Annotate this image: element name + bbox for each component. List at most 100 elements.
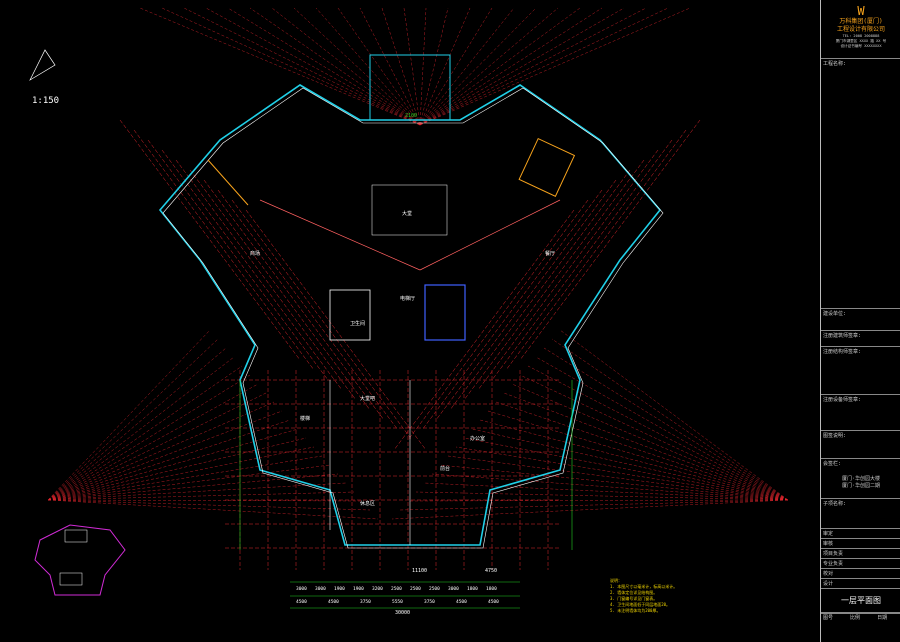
axis-line: [119, 119, 301, 361]
room-divider: [259, 199, 421, 271]
lobby-box: [371, 184, 448, 236]
dim-text: 1900: [353, 586, 364, 592]
tb-row-client: 建设单位:: [821, 308, 900, 330]
design-notes: 说明： 1. 本图尺寸以毫米计，标高以米计。 2. 墙体定位详见结构图。 3. …: [610, 578, 700, 614]
axis-line: [519, 119, 701, 361]
dim-text: 3200: [372, 586, 383, 592]
note-line: 1. 本图尺寸以毫米计，标高以米计。: [610, 584, 678, 589]
fan-line: [455, 446, 789, 501]
tb-footer-cell: 日期: [877, 615, 888, 621]
fan-line: [419, 7, 493, 126]
fan-line: [419, 7, 625, 126]
fan-line: [337, 7, 421, 126]
fan-line: [503, 392, 789, 501]
tb-row-struct: 注册结构师签章:: [821, 346, 900, 394]
fan-line: [419, 7, 691, 126]
key-plan-marker: [59, 572, 83, 586]
dim-text: 2100: [405, 113, 417, 119]
dim-text: 3000: [296, 586, 307, 592]
tb-row-mep: 注册设备师签章:: [821, 394, 900, 430]
fan-line: [511, 383, 789, 501]
fan-line: [423, 482, 789, 501]
tb-row-arch: 注册建筑师签章:: [821, 330, 900, 346]
tb-row-approve: 审定: [821, 528, 900, 538]
tb-row-subitem: 子项名称:: [821, 498, 900, 528]
room-label: 卫生间: [350, 320, 365, 327]
axis-line: [421, 189, 603, 431]
fan-line: [399, 499, 789, 511]
fan-line: [415, 491, 789, 501]
note-line: 3. 门窗编号详见门窗表。: [610, 596, 658, 601]
north-arrow-icon: [29, 49, 56, 81]
fan-line: [419, 7, 427, 126]
project-name: 厦门·华创园二期: [841, 483, 880, 489]
dim-text: 11100: [412, 568, 427, 574]
fan-line: [479, 419, 789, 501]
building-outline: [158, 84, 662, 546]
dim-text: 1800: [467, 586, 478, 592]
axis-line: [175, 159, 357, 401]
company-logo-icon: W: [857, 4, 865, 18]
fan-line: [47, 437, 307, 501]
accent-line: [207, 159, 249, 206]
fan-line: [47, 410, 283, 501]
fan-line: [47, 499, 363, 502]
company-subname: 工程设计有限公司: [836, 26, 885, 33]
axis-line: [477, 149, 659, 391]
dim-text: 4500: [488, 599, 499, 605]
dim-text: 2500: [410, 586, 421, 592]
room-label: 休息区: [360, 500, 375, 507]
tb-footer-cell: 图号: [823, 615, 834, 621]
tb-footer-cell: 比例: [850, 615, 861, 621]
fan-line: [471, 428, 789, 501]
building-walls: [158, 54, 664, 549]
note-line: 4. 卫生间地面低于同层地面20。: [610, 602, 671, 607]
tb-row-note: 图签说明:: [821, 430, 900, 458]
fan-line: [535, 356, 789, 501]
room-label: 大堂: [402, 210, 412, 217]
fan-line: [487, 410, 789, 501]
fan-line: [315, 7, 421, 126]
title-block: W 万科集团(厦门) 工程设计有限公司 TEL: 2008 2008888 厦门…: [820, 0, 900, 642]
fan-line: [227, 7, 421, 126]
fan-line: [183, 7, 421, 126]
dim-text: 5550: [392, 599, 403, 605]
fan-line: [47, 374, 251, 501]
fan-line: [47, 356, 235, 501]
fan-line: [419, 7, 581, 126]
fan-line: [419, 7, 559, 126]
room-label: 餐厅: [545, 250, 555, 257]
fan-line: [391, 499, 789, 520]
axis-grid: [47, 7, 789, 570]
accent-box: [518, 137, 576, 197]
fan-line: [419, 7, 647, 126]
tb-label: 会签栏:: [823, 461, 842, 467]
dim-text: 3000: [448, 586, 459, 592]
dim-text: 4500: [328, 599, 339, 605]
room-label: 前台: [440, 465, 450, 472]
tb-row-sign: 会签栏: 厦门·华创园大楼 厦门·华创园二期: [821, 458, 900, 498]
fan-line: [47, 455, 323, 501]
dim-text: 4750: [485, 568, 497, 574]
company-info: TEL: 2008 2008888: [842, 34, 880, 38]
fan-line: [419, 7, 449, 126]
dim-text: 3750: [360, 599, 371, 605]
fan-line: [47, 365, 243, 501]
project-name: 厦门·华创园大楼: [841, 476, 880, 482]
fan-line: [431, 473, 789, 501]
dim-text: 3750: [424, 599, 435, 605]
dim-text: 3000: [315, 586, 326, 592]
fan-line: [47, 401, 275, 501]
room-label: 商场: [250, 250, 260, 257]
fan-line: [359, 7, 421, 126]
fan-line: [47, 329, 211, 501]
fan-line: [419, 7, 603, 126]
axis-line: [463, 159, 645, 401]
fan-line: [407, 499, 789, 502]
fan-line: [381, 7, 421, 126]
company-info: 设计证书编号 XXXXXXXX: [840, 44, 882, 48]
fan-line: [47, 383, 259, 501]
fan-line: [47, 338, 219, 501]
fan-line: [543, 347, 789, 501]
axis-line: [133, 129, 315, 371]
